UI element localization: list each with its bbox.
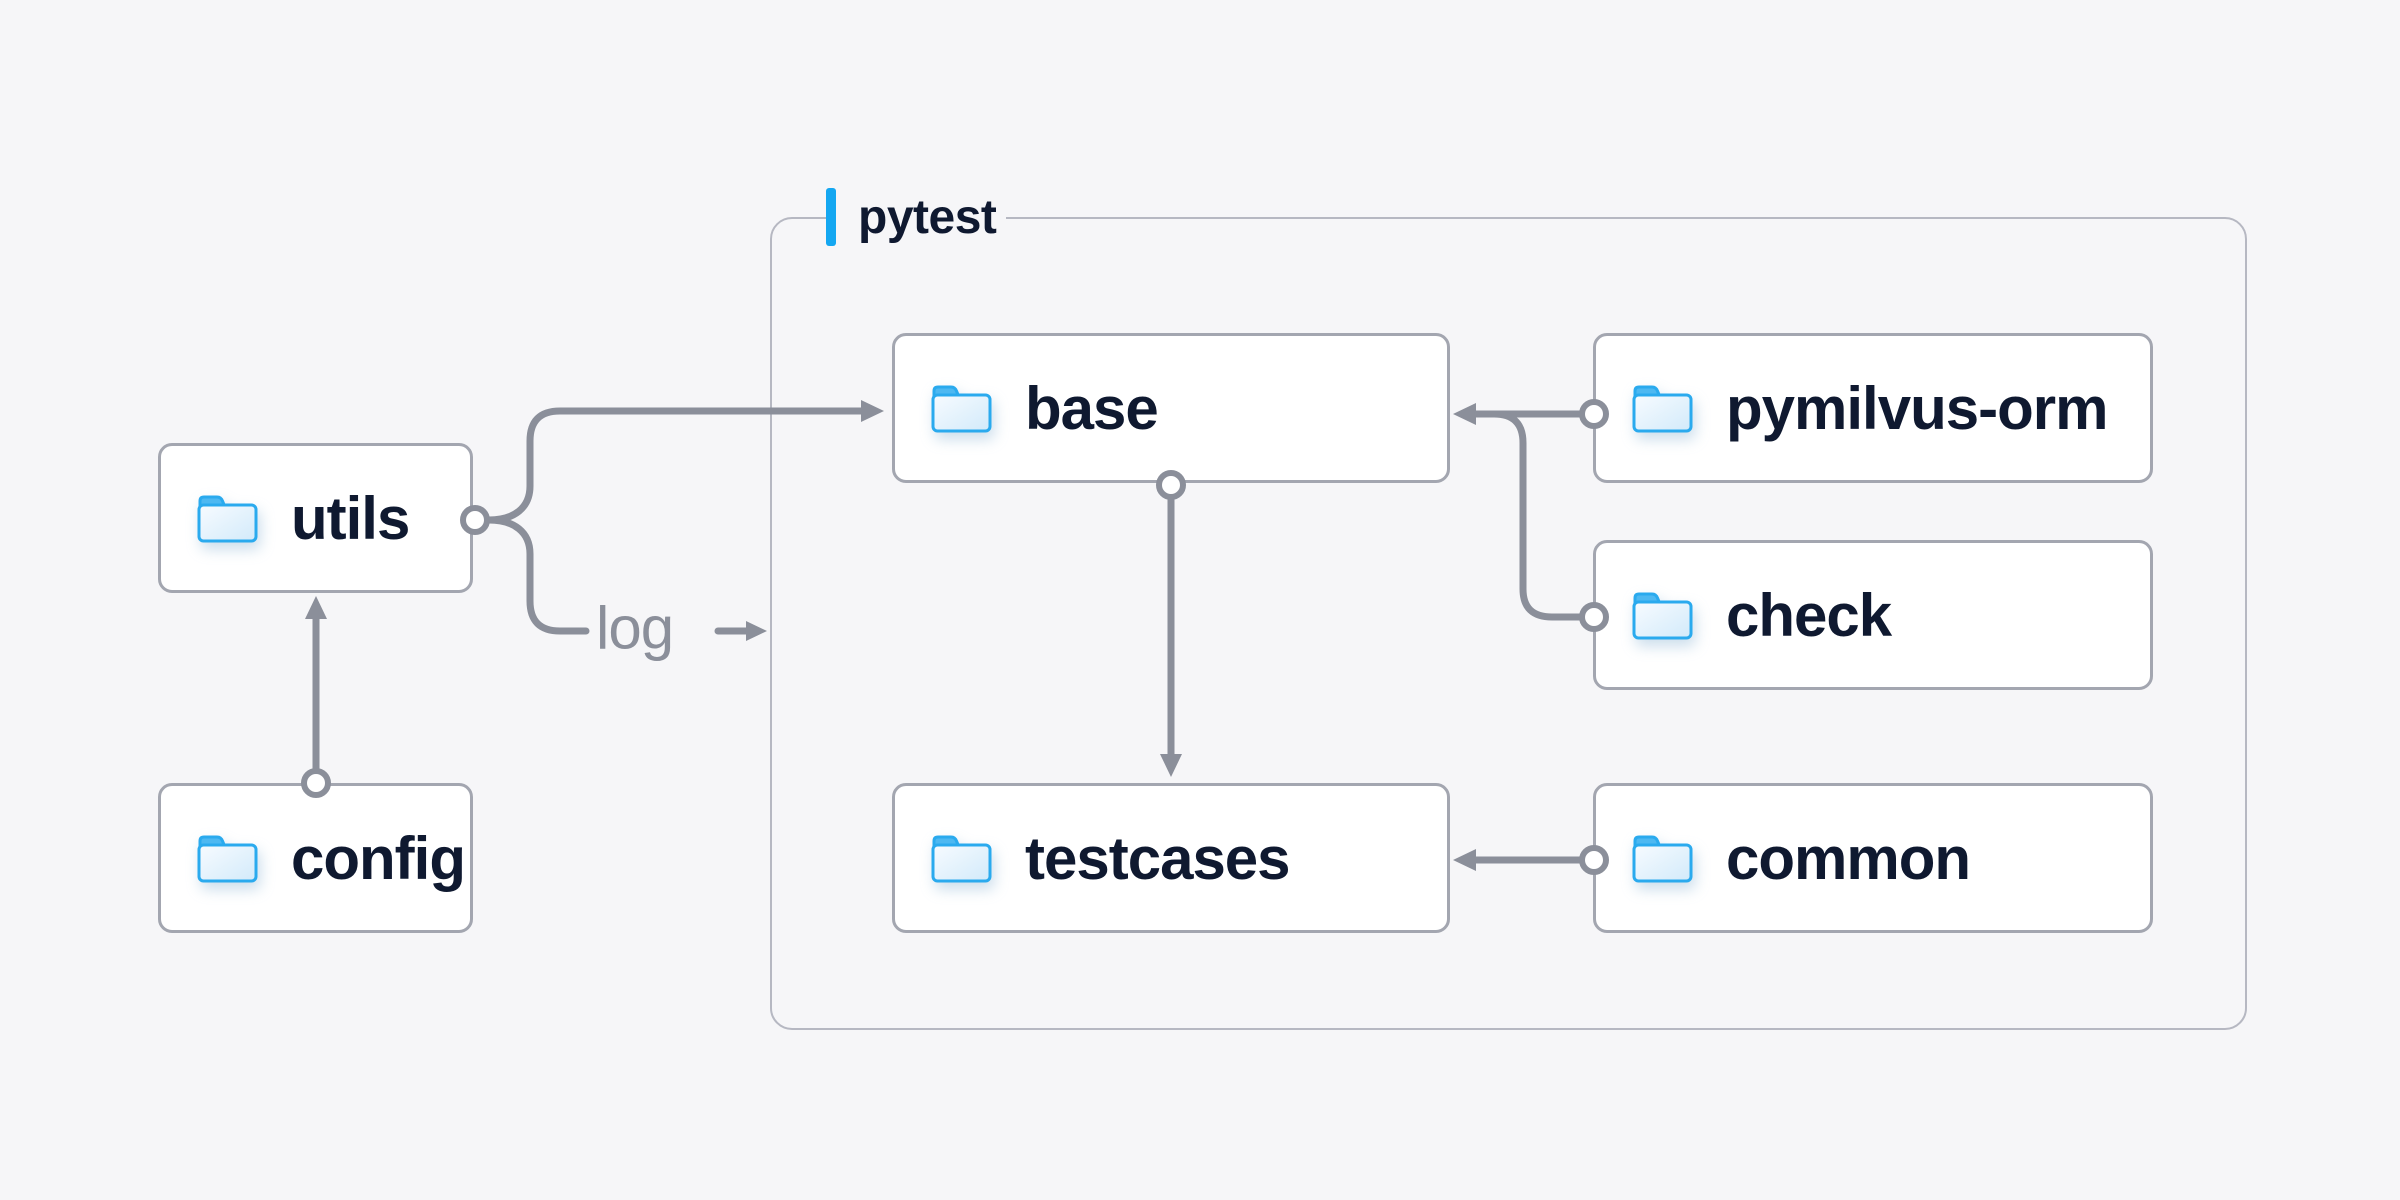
edge-label-log: log: [596, 594, 674, 662]
pytest-group-box: [770, 217, 2247, 1030]
folder-icon: [197, 835, 258, 883]
group-title: pytest: [858, 190, 997, 244]
node-config: config: [158, 783, 473, 933]
node-label: check: [1726, 581, 1892, 649]
accent-bar: [826, 188, 836, 246]
node-check: check: [1593, 540, 2153, 690]
node-label: testcases: [1025, 824, 1291, 892]
folder-icon: [197, 495, 258, 543]
node-testcases: testcases: [892, 783, 1450, 933]
node-label: common: [1726, 824, 1971, 892]
folder-icon: [931, 835, 992, 883]
folder-icon: [1632, 385, 1693, 433]
folder-icon: [931, 385, 992, 433]
node-base: base: [892, 333, 1450, 483]
node-label: config: [291, 824, 466, 892]
folder-icon: [1632, 592, 1693, 640]
node-common: common: [1593, 783, 2153, 933]
edge-utils-log: [485, 516, 590, 635]
node-label: utils: [291, 484, 410, 552]
pytest-group-label: pytest: [826, 186, 1007, 248]
node-label: base: [1025, 374, 1159, 442]
folder-icon: [1632, 835, 1693, 883]
node-pymilvus-orm: pymilvus-orm: [1593, 333, 2153, 483]
node-label: pymilvus-orm: [1726, 374, 2108, 442]
arrowhead-config-utils: [305, 596, 327, 619]
arrowhead-log: [746, 621, 767, 641]
node-utils: utils: [158, 443, 473, 593]
